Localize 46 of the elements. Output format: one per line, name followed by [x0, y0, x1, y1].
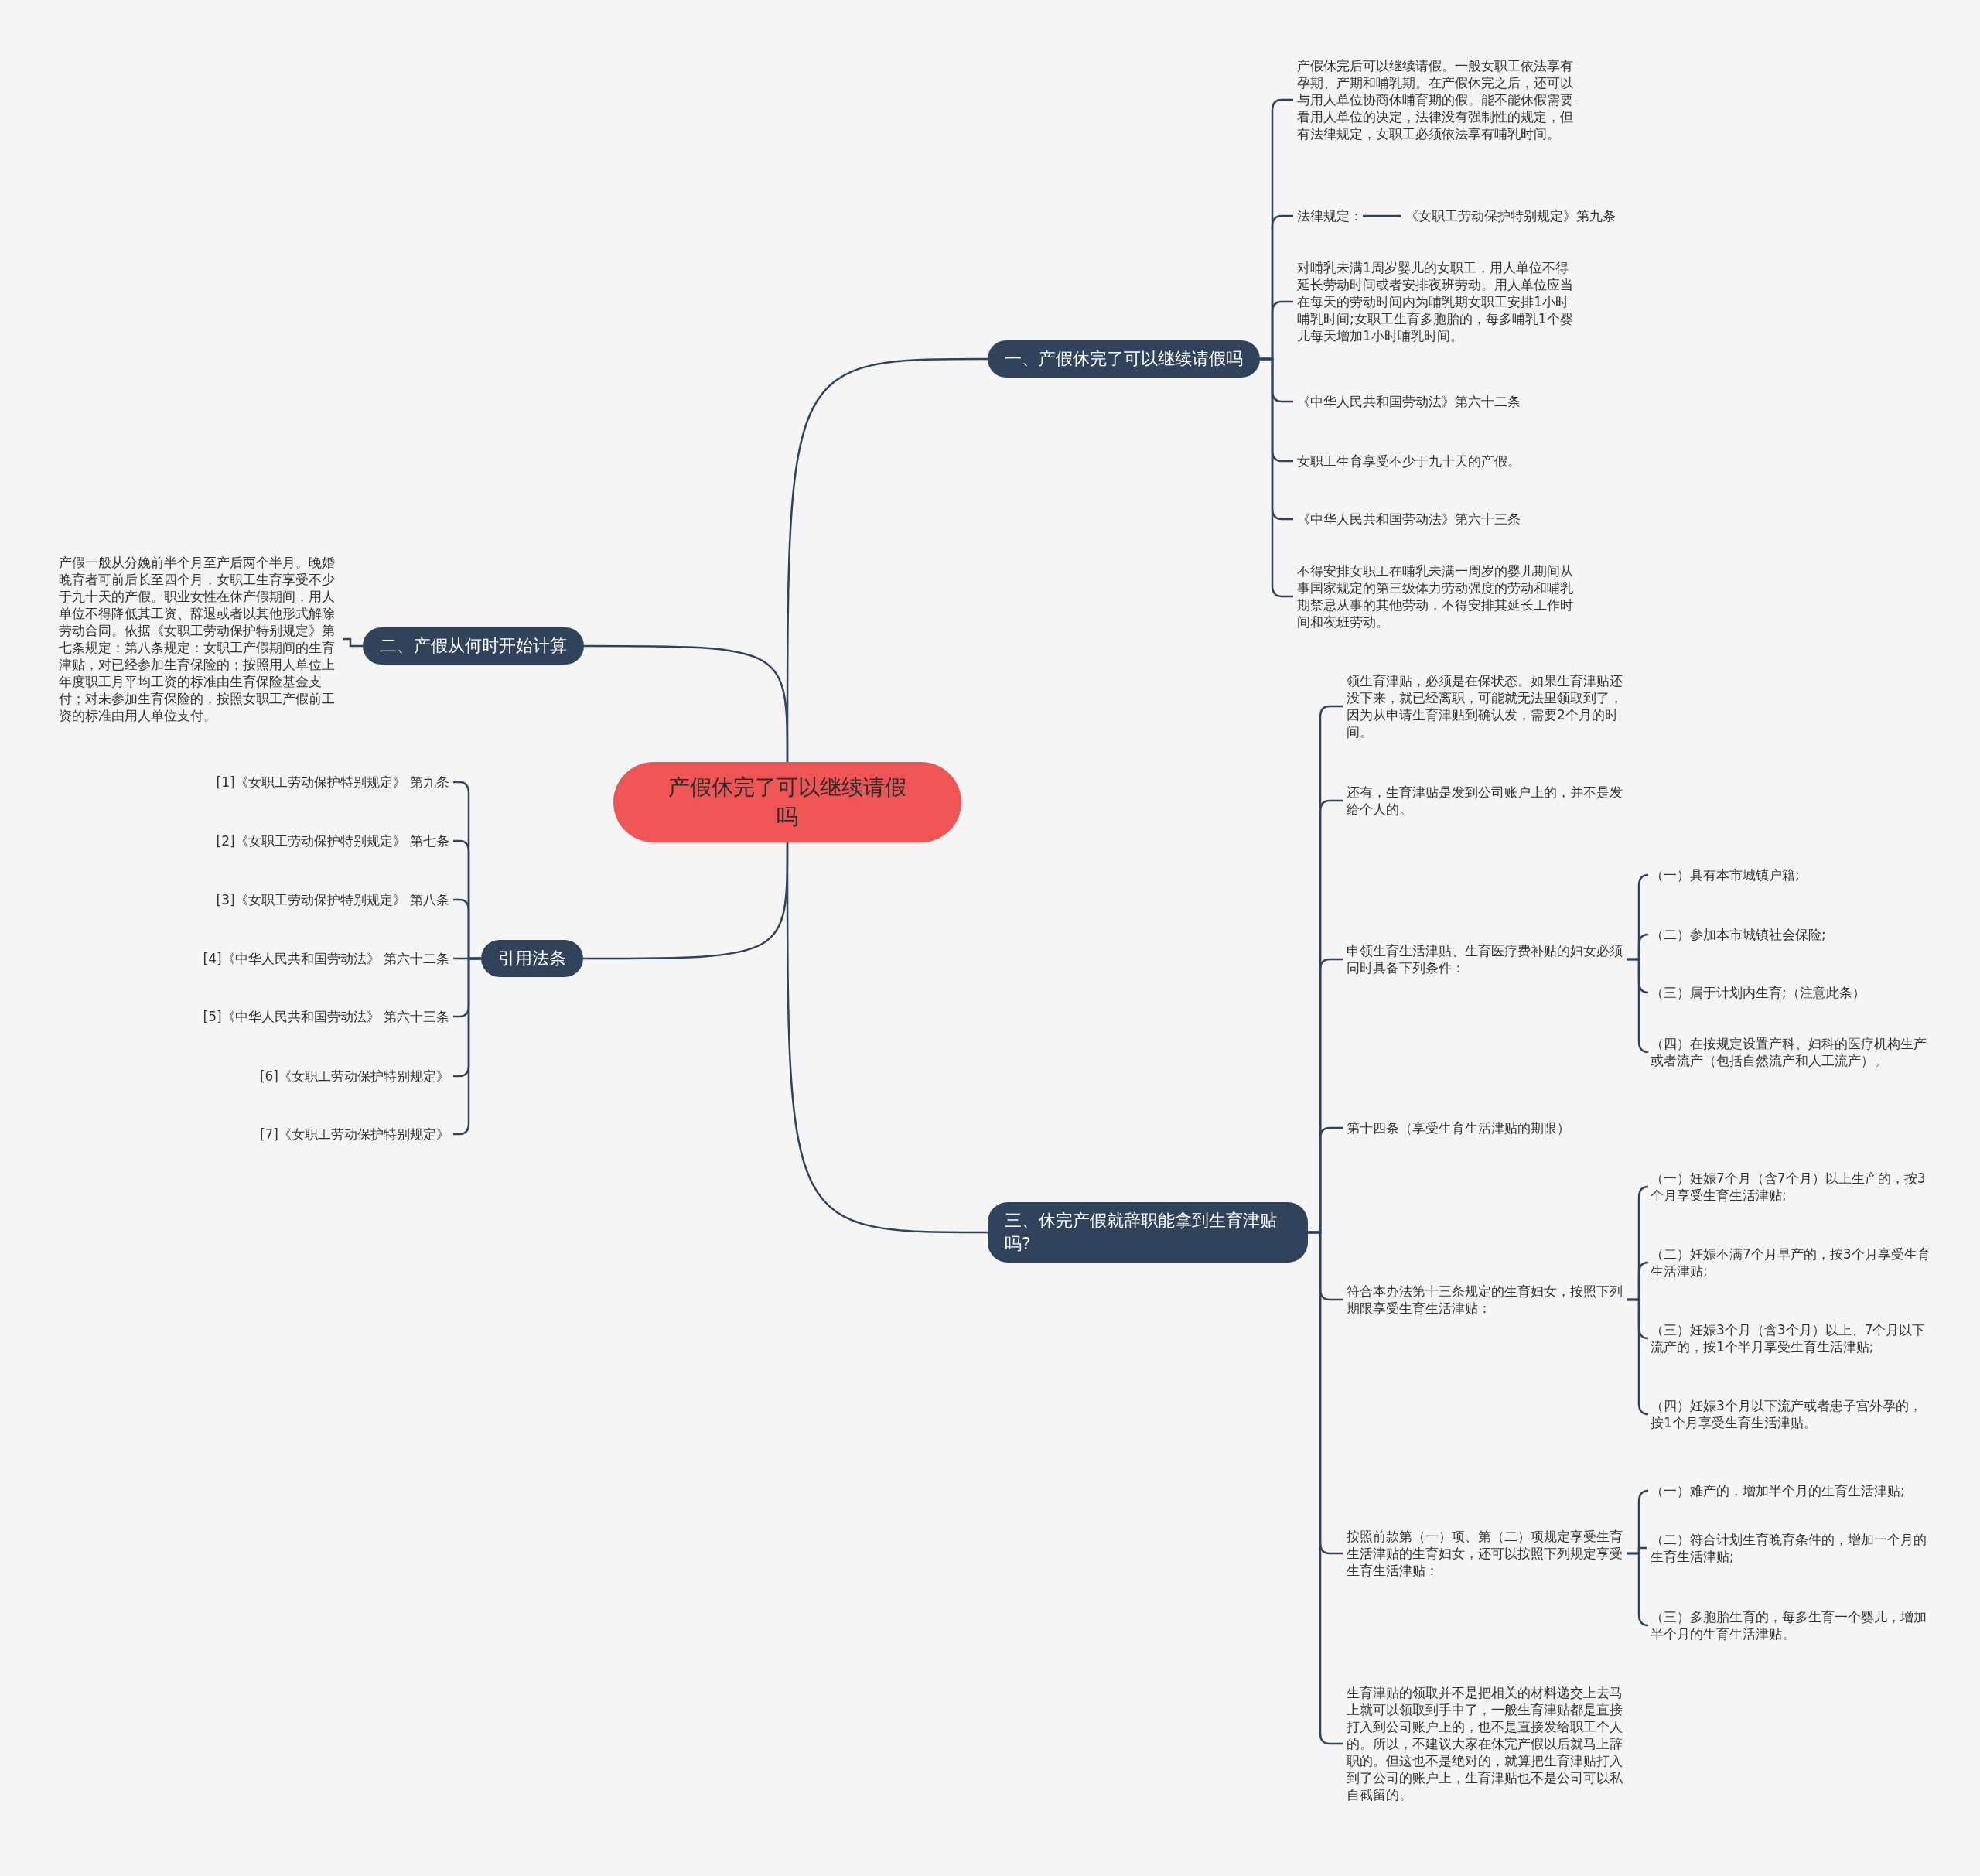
- note-text: [7]《女职工劳动保护特别规定》: [259, 1126, 449, 1143]
- note-text: [2]《女职工劳动保护特别规定》 第七条: [216, 832, 449, 849]
- note-text: 《中华人民共和国劳动法》第六十三条: [1297, 511, 1521, 528]
- note-text: [3]《女职工劳动保护特别规定》 第八条: [216, 891, 449, 908]
- note-text: 产假一般从分娩前半个月至产后两个半月。晚婚晚育者可前后长至四个月，女职工生育享受不少于九十天的产假。职业女性在休产假期间，用人单位不得降低其工资、辞退或者以其他形式解除劳动合同。依据《女职工劳动保护特别规定》第七条规定：第八条规定：女职工产假期间的生育津贴，对已经参加生育保险的；按照用人单位上年度职工月平均工资的标准由生育保险基金支付；对未参加生育保险的，按照女职工产假前工资的标准由用人单位支付。: [59, 554, 339, 724]
- note-text: 生育津贴的领取并不是把相关的材料递交上去马上就可以领取到手中了，一般生育津贴都是直接打入到公司账户上的，也不是直接发给职工个人的。所以，不建议大家在休完产假以后就马上辞职的。但这也不是绝对的，就算把生育津贴打入到了公司的账户上，生育津贴也不是公司可以私自截留的。: [1347, 1684, 1627, 1803]
- note-text: 领生育津贴，必须是在保状态。如果生育津贴还没下来，就已经离职，可能就无法里领取到了，因为从申请生育津贴到确认发，需要2个月的时间。: [1347, 672, 1627, 740]
- connector-line: [343, 637, 363, 648]
- connector-line: [1627, 958, 1650, 1054]
- note-text: 《中华人民共和国劳动法》第六十二条: [1297, 393, 1521, 410]
- topic-pill: 一、产假休完了可以继续请假吗: [988, 340, 1260, 378]
- connector-line: [1627, 1552, 1650, 1627]
- note-text: [6]《女职工劳动保护特别规定》: [259, 1068, 449, 1085]
- note-text: （一）难产的，增加半个月的生育生活津贴;: [1651, 1482, 1905, 1499]
- connector-line: [1363, 214, 1401, 217]
- note-text: （四）妊娠3个月以下流产或者患子宫外孕的，按1个月享受生育生活津贴。: [1651, 1397, 1930, 1431]
- note-text: 不得安排女职工在哺乳未满一周岁的婴儿期间从事国家规定的第三级体力劳动强度的劳动和哺乳期禁忌从事的其他劳动，不得安排其延长工作时间和夜班劳动。: [1297, 562, 1575, 630]
- note-text: 女职工生育享受不少于九十天的产假。: [1297, 453, 1521, 470]
- connector-line: [786, 842, 988, 1234]
- central-topic-pill: 产假休完了可以继续请假吗: [613, 762, 961, 842]
- note-text: （二）符合计划生育晚育条件的，增加一个月的生育生活津贴;: [1651, 1531, 1930, 1565]
- note-text: （三）多胞胎生育的，每多生育一个婴儿，增加半个月的生育生活津贴。: [1651, 1608, 1930, 1642]
- note-text: 对哺乳未满1周岁婴儿的女职工，用人单位不得延长劳动时间或者安排夜班劳动。用人单位应当在每天的劳动时间内为哺乳期女职工安排1小时哺乳时间;女职工生育多胞胎的，每多哺乳1个婴儿每天增加1小时哺乳时间。: [1297, 259, 1575, 344]
- note-text: [1]《女职工劳动保护特别规定》 第九条: [216, 774, 449, 791]
- note-text: 《女职工劳动保护特别规定》第九条: [1405, 207, 1616, 224]
- note-text: 按照前款第（一）项、第（二）项规定享受生育生活津贴的生育妇女，还可以按照下列规定享受生育生活津贴：: [1347, 1528, 1627, 1579]
- note-text: 还有，生育津贴是发到公司账户上的，并不是发给个人的。: [1347, 784, 1627, 818]
- note-text: 申领生育生活津贴、生育医疗费补贴的妇女必须同时具备下列条件：: [1347, 942, 1627, 976]
- note-text: （二）参加本市城镇社会保险;: [1651, 926, 1826, 943]
- topic-pill: 引用法条: [481, 940, 583, 977]
- note-text: （三）妊娠3个月（含3个月）以上、7个月以下流产的，按1个半月享受生育生活津贴;: [1651, 1321, 1930, 1355]
- note-text: [5]《中华人民共和国劳动法》 第六十三条: [203, 1008, 449, 1025]
- note-text: （一）妊娠7个月（含7个月）以上生产的，按3个月享受生育生活津贴;: [1651, 1170, 1930, 1204]
- connector-line: [1627, 1298, 1650, 1416]
- note-text: 第十四条（享受生育生活津贴的期限）: [1347, 1119, 1570, 1136]
- note-text: 产假休完后可以继续请假。一般女职工依法享有孕期、产期和哺乳期。在产假休完之后，还可以与用人单位协商休哺育期的假。能不能休假需要看用人单位的决定，法律没有强制性的规定，但有法律规定，女职工必须依法享有哺乳时间。: [1297, 57, 1575, 142]
- note-text: （二）妊娠不满7个月早产的，按3个月享受生育生活津贴;: [1651, 1246, 1930, 1280]
- connector-line: [584, 644, 789, 762]
- note-text: [4]《中华人民共和国劳动法》 第六十二条: [203, 950, 449, 967]
- note-text: 符合本办法第十三条规定的生育妇女，按照下列期限享受生育生活津贴：: [1347, 1283, 1627, 1317]
- note-text: （三）属于计划内生育;（注意此条）: [1651, 984, 1866, 1001]
- note-text: （一）具有本市城镇户籍;: [1651, 866, 1800, 883]
- topic-pill: 三、休完产假就辞职能拿到生育津贴吗?: [988, 1202, 1308, 1263]
- note-text: （四）在按规定设置产科、妇科的医疗机构生产或者流产（包括自然流产和人工流产）。: [1651, 1035, 1930, 1069]
- note-text: 法律规定：: [1297, 207, 1363, 224]
- topic-pill: 二、产假从何时开始计算: [363, 627, 584, 665]
